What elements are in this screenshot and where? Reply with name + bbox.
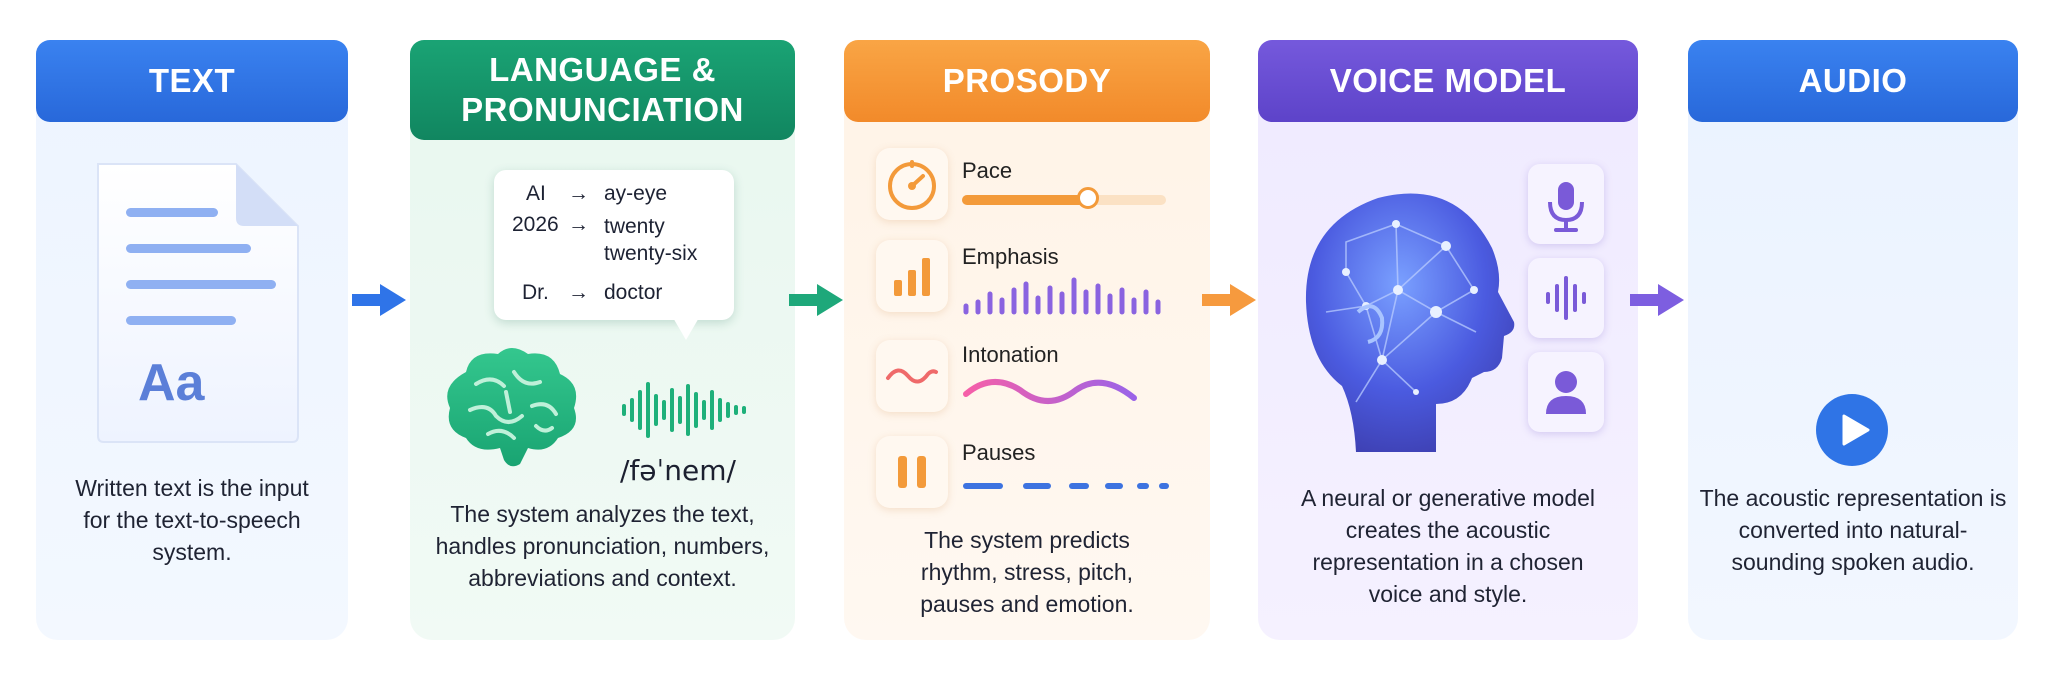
prosody-feature-label: Pace <box>962 158 1013 183</box>
normalization-source: AI <box>526 182 546 205</box>
stage-language-title: LANGUAGE & PRONUNCIATION <box>410 40 795 140</box>
stage-language-description: The system analyzes the text, handles pr… <box>435 501 770 591</box>
stage-voice-title: VOICE MODEL <box>1258 40 1638 122</box>
play-icon[interactable] <box>1814 392 1890 468</box>
stage-text-panel: TEXT Aa Written text is the input for th… <box>36 40 348 640</box>
stage-text-description: Written text is the input for the text-t… <box>75 475 309 565</box>
normalization-target: doctor <box>604 281 663 304</box>
bubble-tail <box>672 316 700 340</box>
brain-icon <box>447 348 577 467</box>
arrow-right-icon <box>352 284 406 316</box>
intonation-curve <box>963 379 1137 404</box>
normalization-source: 2026 <box>512 213 559 236</box>
pauses-dashes <box>963 483 1169 489</box>
stage-audio-title: AUDIO <box>1688 40 2018 122</box>
pace-slider-fill <box>962 195 1089 205</box>
stage-voice-description: A neural or generative model creates the… <box>1300 485 1596 607</box>
prosody-feature-label: Intonation <box>962 342 1059 367</box>
pace-slider-knob <box>1077 187 1100 209</box>
arrow-right-icon <box>1630 284 1684 316</box>
normalization-bubble: AI → ay-eye 2026 → twenty twenty-six Dr.… <box>494 170 734 320</box>
arrow-right-icon <box>789 284 843 316</box>
stage-text-title: TEXT <box>36 40 348 122</box>
microphone-icon <box>1548 182 1584 232</box>
stage-audio-panel: AUDIO The acoustic representation is con… <box>1688 40 2018 640</box>
person-icon <box>1546 371 1586 414</box>
pause-icon <box>876 436 948 508</box>
stage-prosody-panel: PROSODY Pace Emphasis <box>844 40 1210 640</box>
stage-prosody-title: PROSODY <box>844 40 1210 122</box>
normalization-target: ay-eye <box>604 182 668 205</box>
audio-waveform <box>1705 178 1999 362</box>
arrow-icon: → <box>568 281 589 304</box>
pace-slider <box>962 187 1166 209</box>
arrow-right-icon <box>1202 284 1256 316</box>
stage-audio-description: The acoustic representation is converted… <box>1699 485 2007 575</box>
font-glyph-label: Aa <box>138 354 205 412</box>
soundwave-icon <box>1546 276 1586 320</box>
phoneme-label: /fəˈnem/ <box>620 454 736 487</box>
normalization-target: twenty twenty-six <box>604 215 698 265</box>
bar-chart-icon <box>876 240 948 312</box>
neural-head-icon <box>1305 193 1515 453</box>
emphasis-bars <box>963 277 1161 315</box>
document-icon <box>97 163 299 443</box>
normalization-row: AI <box>526 182 546 206</box>
arrow-icon: → <box>568 213 589 236</box>
prosody-feature-label: Pauses <box>962 440 1036 465</box>
prosody-feature-label: Emphasis <box>962 244 1059 269</box>
normalization-source: Dr. <box>522 281 549 304</box>
stage-voice-panel: VOICE MODEL <box>1258 40 1638 640</box>
arrow-icon: → <box>568 182 589 205</box>
wave-line-icon <box>876 340 948 412</box>
speedometer-icon <box>876 148 948 220</box>
soundwave-icon <box>622 382 746 438</box>
microphone-tile <box>1528 164 1604 244</box>
stage-language-panel: LANGUAGE & PRONUNCIATION AI → ay-eye 202… <box>410 40 795 640</box>
person-tile <box>1528 352 1604 432</box>
soundwave-tile <box>1528 258 1604 338</box>
stage-prosody-description: The system predicts rhythm, stress, pitc… <box>920 527 1134 617</box>
